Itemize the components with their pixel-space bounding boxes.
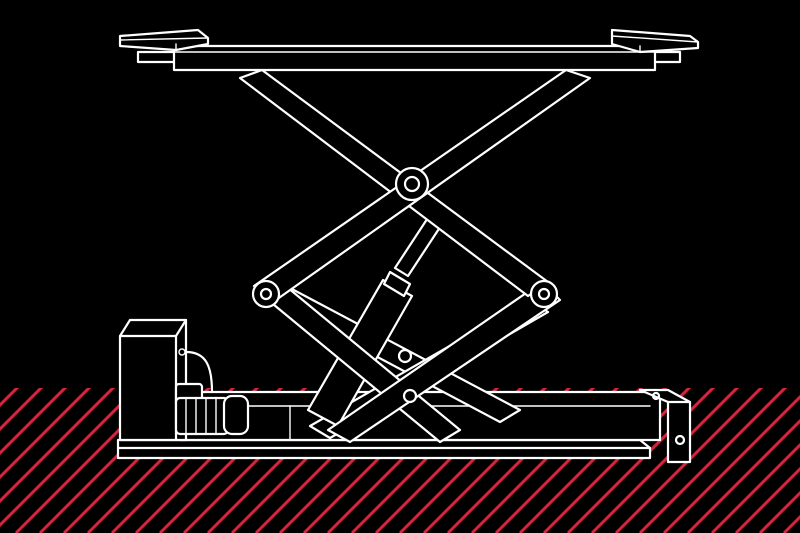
power-unit: [118, 318, 250, 442]
hatch-line: [758, 490, 800, 533]
hatch-line: [0, 388, 44, 432]
pivot-pins: [251, 279, 559, 309]
hatch-line: [0, 388, 92, 480]
hatch-line: [0, 388, 68, 456]
hatch-line: [662, 394, 800, 533]
hatch-line: [638, 388, 788, 533]
hatch-line: [710, 442, 800, 533]
hatch-line: [0, 388, 140, 528]
top-platform: [118, 28, 700, 72]
hatch-line: [0, 388, 116, 504]
hatch-line: [734, 466, 800, 533]
hatch-line: [686, 418, 800, 533]
